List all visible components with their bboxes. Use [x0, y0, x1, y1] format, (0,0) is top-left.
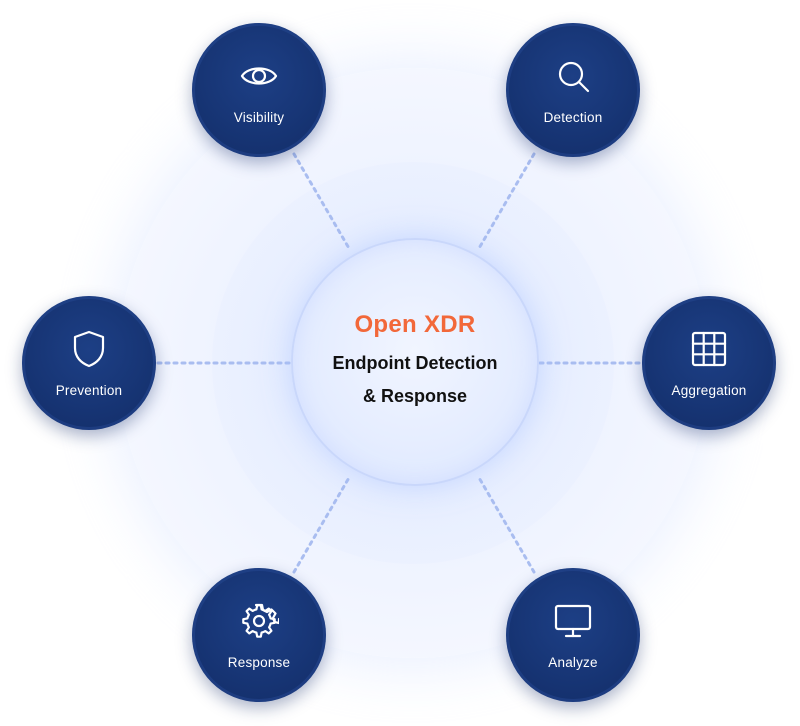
node-aggregation[interactable]: Aggregation [642, 296, 776, 430]
eye-icon [239, 56, 279, 96]
node-label: Visibility [233, 109, 285, 125]
monitor-icon [553, 601, 593, 641]
node-label: Response [227, 654, 291, 670]
node-detection[interactable]: Detection [506, 23, 640, 157]
search-icon [553, 56, 593, 96]
center-subtitle-line2: & Response [362, 386, 468, 406]
node-label: Analyze [548, 654, 598, 670]
grid-icon [689, 329, 729, 369]
node-visibility[interactable]: Visibility [192, 23, 326, 157]
center-subtitle-line1: Endpoint Detection [332, 353, 498, 373]
node-response[interactable]: Response [192, 568, 326, 702]
node-label: Prevention [55, 382, 123, 398]
node-analyze[interactable]: Analyze [506, 568, 640, 702]
center-title: Open XDR [354, 311, 476, 338]
gear-icon [239, 601, 279, 641]
center-hub: Open XDR Endpoint Detection & Response [291, 238, 539, 486]
shield-icon [69, 329, 109, 369]
node-label: Detection [543, 109, 603, 125]
node-prevention[interactable]: Prevention [22, 296, 156, 430]
node-label: Aggregation [671, 382, 747, 398]
